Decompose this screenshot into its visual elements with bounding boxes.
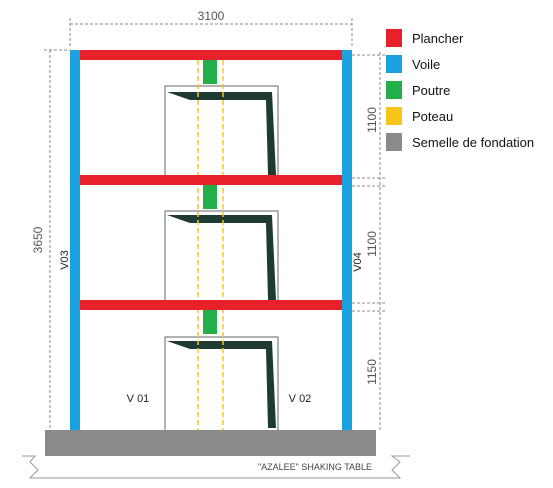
floor-mid xyxy=(80,175,342,185)
beam-low xyxy=(203,310,217,334)
floor-top xyxy=(80,50,342,60)
legend-label: Voile xyxy=(412,56,441,72)
story-bottom-label: 1150 xyxy=(365,359,379,385)
yellow-swatch xyxy=(386,107,402,125)
floor-low xyxy=(80,300,342,310)
legend-item: Voile xyxy=(386,54,553,74)
opening-bottom xyxy=(164,336,279,432)
wall-label-v02: V 02 xyxy=(289,393,312,405)
width-dimension: 3100 xyxy=(69,9,353,48)
story-mid-label: 1100 xyxy=(365,231,379,257)
wall-label-v04: V04 xyxy=(352,252,364,272)
legend-item: Plancher xyxy=(386,28,553,48)
width-total-label: 3100 xyxy=(198,9,225,23)
story-dimensions: 1100 1100 1150 xyxy=(352,52,386,430)
shaking-table-label: "AZALEE" SHAKING TABLE xyxy=(258,462,372,472)
foundation xyxy=(45,430,376,456)
column-lines xyxy=(197,60,224,432)
height-total-label: 3650 xyxy=(31,226,45,253)
opening-mid xyxy=(164,210,279,304)
legend-label: Plancher xyxy=(412,30,464,46)
beam-top xyxy=(203,60,217,84)
legend-item: Poteau xyxy=(386,106,553,126)
legend-item: Poutre xyxy=(386,80,553,100)
legend-label: Semelle de fondation xyxy=(412,134,535,150)
shaking-table: "AZALEE" SHAKING TABLE xyxy=(22,455,410,479)
wall-left xyxy=(70,50,80,432)
story-top-label: 1100 xyxy=(365,107,379,133)
wall-label-v01: V 01 xyxy=(127,393,150,405)
grey-swatch xyxy=(386,133,402,151)
red-swatch xyxy=(386,29,402,47)
blue-swatch xyxy=(386,55,402,73)
wall-label-v03: V03 xyxy=(59,250,71,270)
legend-item: Semelle de fondation xyxy=(386,132,553,152)
beam-mid xyxy=(203,185,217,209)
wall-right xyxy=(342,50,352,432)
legend-label: Poutre xyxy=(412,82,451,98)
green-swatch xyxy=(386,81,402,99)
height-dimension: 3650 xyxy=(31,49,70,430)
legend-label: Poteau xyxy=(412,108,454,124)
opening-top xyxy=(164,85,279,179)
